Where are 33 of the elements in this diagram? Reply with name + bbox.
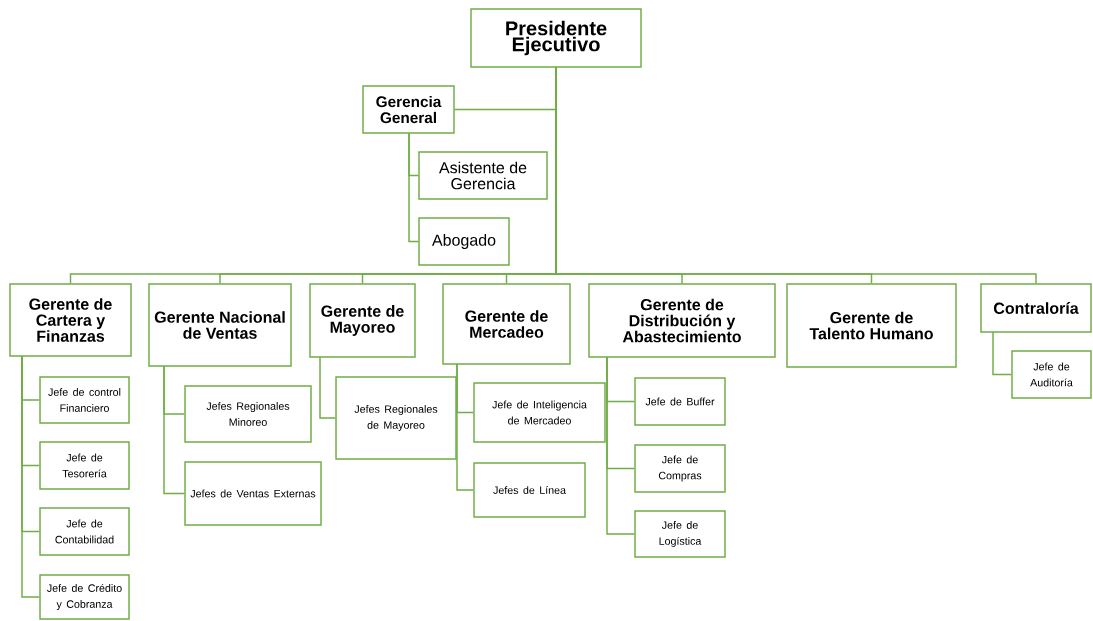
- org-box: Gerente de Talento Humano: [786, 283, 957, 368]
- org-box: Jefe de control Financiero: [39, 376, 130, 424]
- org-box: Jefe de Logística: [634, 510, 726, 558]
- connector-line: [992, 331, 1012, 376]
- connector-line: [319, 356, 336, 419]
- connector-line: [163, 365, 185, 495]
- org-box: Gerente de Distribución y Abastecimiento: [588, 283, 776, 358]
- org-box: Jefes Regionales Minoreo: [184, 385, 312, 443]
- org-box: Gerente de Cartera y Finanzas: [9, 283, 132, 357]
- org-box: Jefe de Crédito y Cobranza: [39, 574, 130, 620]
- org-box: Asistente de Gerencia: [418, 151, 548, 200]
- org-box: Gerente de Mayoreo: [309, 283, 416, 358]
- org-box: Gerente de Mercadeo: [442, 283, 571, 365]
- org-box: Contraloría: [980, 283, 1092, 333]
- org-box: Jefe de Contabilidad: [39, 507, 130, 556]
- connector-line: [606, 356, 635, 535]
- org-box: Jefe de Compras: [634, 444, 726, 493]
- org-box: Jefes de Ventas Externas: [184, 461, 322, 526]
- org-box: Presidente Ejecutivo: [470, 8, 642, 68]
- connector-line: [21, 355, 40, 598]
- connector-line: [555, 67, 1037, 284]
- connector-line: [408, 132, 419, 243]
- org-box: Jefe de Inteligencia de Mercadeo: [473, 382, 606, 443]
- connector-line: [456, 363, 474, 491]
- org-box: Jefe de Tesorería: [39, 441, 130, 490]
- org-box: Jefe de Auditoría: [1011, 350, 1092, 399]
- org-box: Gerencia General: [362, 85, 455, 134]
- org-box: Jefes de Línea: [473, 462, 586, 518]
- org-box: Jefe de Buffer: [634, 377, 726, 426]
- org-box: Abogado: [418, 217, 510, 266]
- org-box: Jefes Regionales de Mayoreo: [335, 376, 457, 460]
- connector-line: [454, 66, 557, 111]
- org-box: Gerente Nacional de Ventas: [148, 283, 292, 367]
